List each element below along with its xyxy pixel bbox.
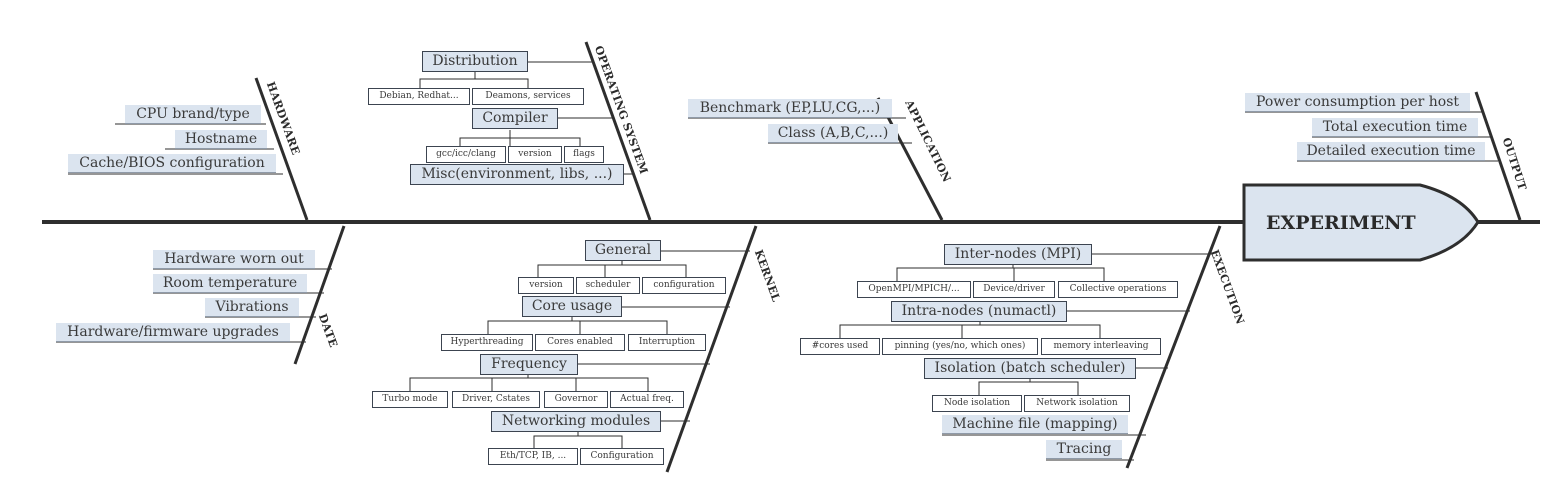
hardware-cpu: CPU brand/type bbox=[125, 105, 261, 124]
bone-kernel bbox=[665, 225, 758, 473]
kernel-general-item: scheduler bbox=[576, 277, 640, 294]
os-distribution-item: Deamons, services bbox=[472, 88, 584, 105]
execution-isolation: Isolation (batch scheduler) bbox=[924, 358, 1136, 379]
kernel-networking: Networking modules bbox=[491, 411, 661, 432]
application-class: Class (A,B,C,...) bbox=[768, 124, 898, 143]
bone-output bbox=[1474, 91, 1522, 221]
kernel-frequency-item: Turbo mode bbox=[372, 391, 448, 408]
execution-inter-nodes-item: Device/driver bbox=[973, 281, 1055, 298]
os-compiler-item: gcc/icc/clang bbox=[426, 146, 506, 163]
kernel-general-item: version bbox=[518, 277, 574, 294]
kernel-core-usage-item: Hyperthreading bbox=[441, 334, 533, 351]
bone-execution bbox=[1125, 225, 1222, 469]
output-detailed-time: Detailed execution time bbox=[1297, 142, 1485, 161]
kernel-frequency-item: Governor bbox=[544, 391, 608, 408]
kernel-general: General bbox=[585, 240, 661, 261]
date-worn-out: Hardware worn out bbox=[153, 250, 315, 269]
date-upgrades: Hardware/firmware upgrades bbox=[56, 323, 290, 342]
execution-intra-nodes-item: #cores used bbox=[800, 338, 880, 355]
hardware-cache-bios: Cache/BIOS configuration bbox=[68, 154, 276, 173]
kernel-core-usage-item: Interruption bbox=[628, 334, 706, 351]
execution-machine-file: Machine file (mapping) bbox=[942, 415, 1128, 434]
kernel-frequency: Frequency bbox=[480, 354, 578, 375]
execution-inter-nodes-item: Collective operations bbox=[1058, 281, 1178, 298]
execution-isolation-item: Network isolation bbox=[1024, 395, 1130, 412]
kernel-frequency-item: Actual freq. bbox=[610, 391, 684, 408]
output-total-time: Total execution time bbox=[1312, 118, 1478, 137]
kernel-core-usage: Core usage bbox=[522, 296, 622, 317]
kernel-core-usage-item: Cores enabled bbox=[535, 334, 625, 351]
os-compiler-item: flags bbox=[564, 146, 604, 163]
bone-hardware bbox=[254, 77, 309, 221]
os-compiler: Compiler bbox=[472, 108, 558, 129]
bone-date bbox=[293, 225, 346, 365]
execution-inter-nodes-item: OpenMPI/MPICH/... bbox=[857, 281, 971, 298]
kernel-general-item: configuration bbox=[642, 277, 726, 294]
execution-tracing: Tracing bbox=[1046, 440, 1122, 459]
os-compiler-item: version bbox=[508, 146, 562, 163]
date-room-temp: Room temperature bbox=[153, 274, 307, 293]
kernel-frequency-item: Driver, Cstates bbox=[452, 391, 540, 408]
head-title: EXPERIMENT bbox=[1266, 212, 1416, 234]
os-misc: Misc(environment, libs, ...) bbox=[410, 164, 624, 185]
application-benchmark: Benchmark (EP,LU,CG,...) bbox=[688, 99, 892, 118]
execution-inter-nodes: Inter-nodes (MPI) bbox=[944, 244, 1092, 265]
head-shape bbox=[1242, 183, 1480, 262]
execution-intra-nodes-item: pinning (yes/no, which ones) bbox=[882, 338, 1038, 355]
kernel-networking-item: Configuration bbox=[580, 448, 664, 465]
hardware-hostname: Hostname bbox=[175, 130, 267, 149]
os-distribution-item: Debian, Redhat... bbox=[368, 88, 470, 105]
execution-intra-nodes-item: memory interleaving bbox=[1041, 338, 1161, 355]
os-distribution: Distribution bbox=[422, 51, 528, 72]
kernel-networking-item: Eth/TCP, IB, ... bbox=[488, 448, 578, 465]
date-vibrations: Vibrations bbox=[205, 298, 299, 317]
output-power: Power consumption per host bbox=[1245, 93, 1470, 112]
execution-isolation-item: Node isolation bbox=[932, 395, 1022, 412]
execution-intra-nodes: Intra-nodes (numactl) bbox=[891, 301, 1067, 322]
bone-operating-system bbox=[584, 41, 652, 221]
